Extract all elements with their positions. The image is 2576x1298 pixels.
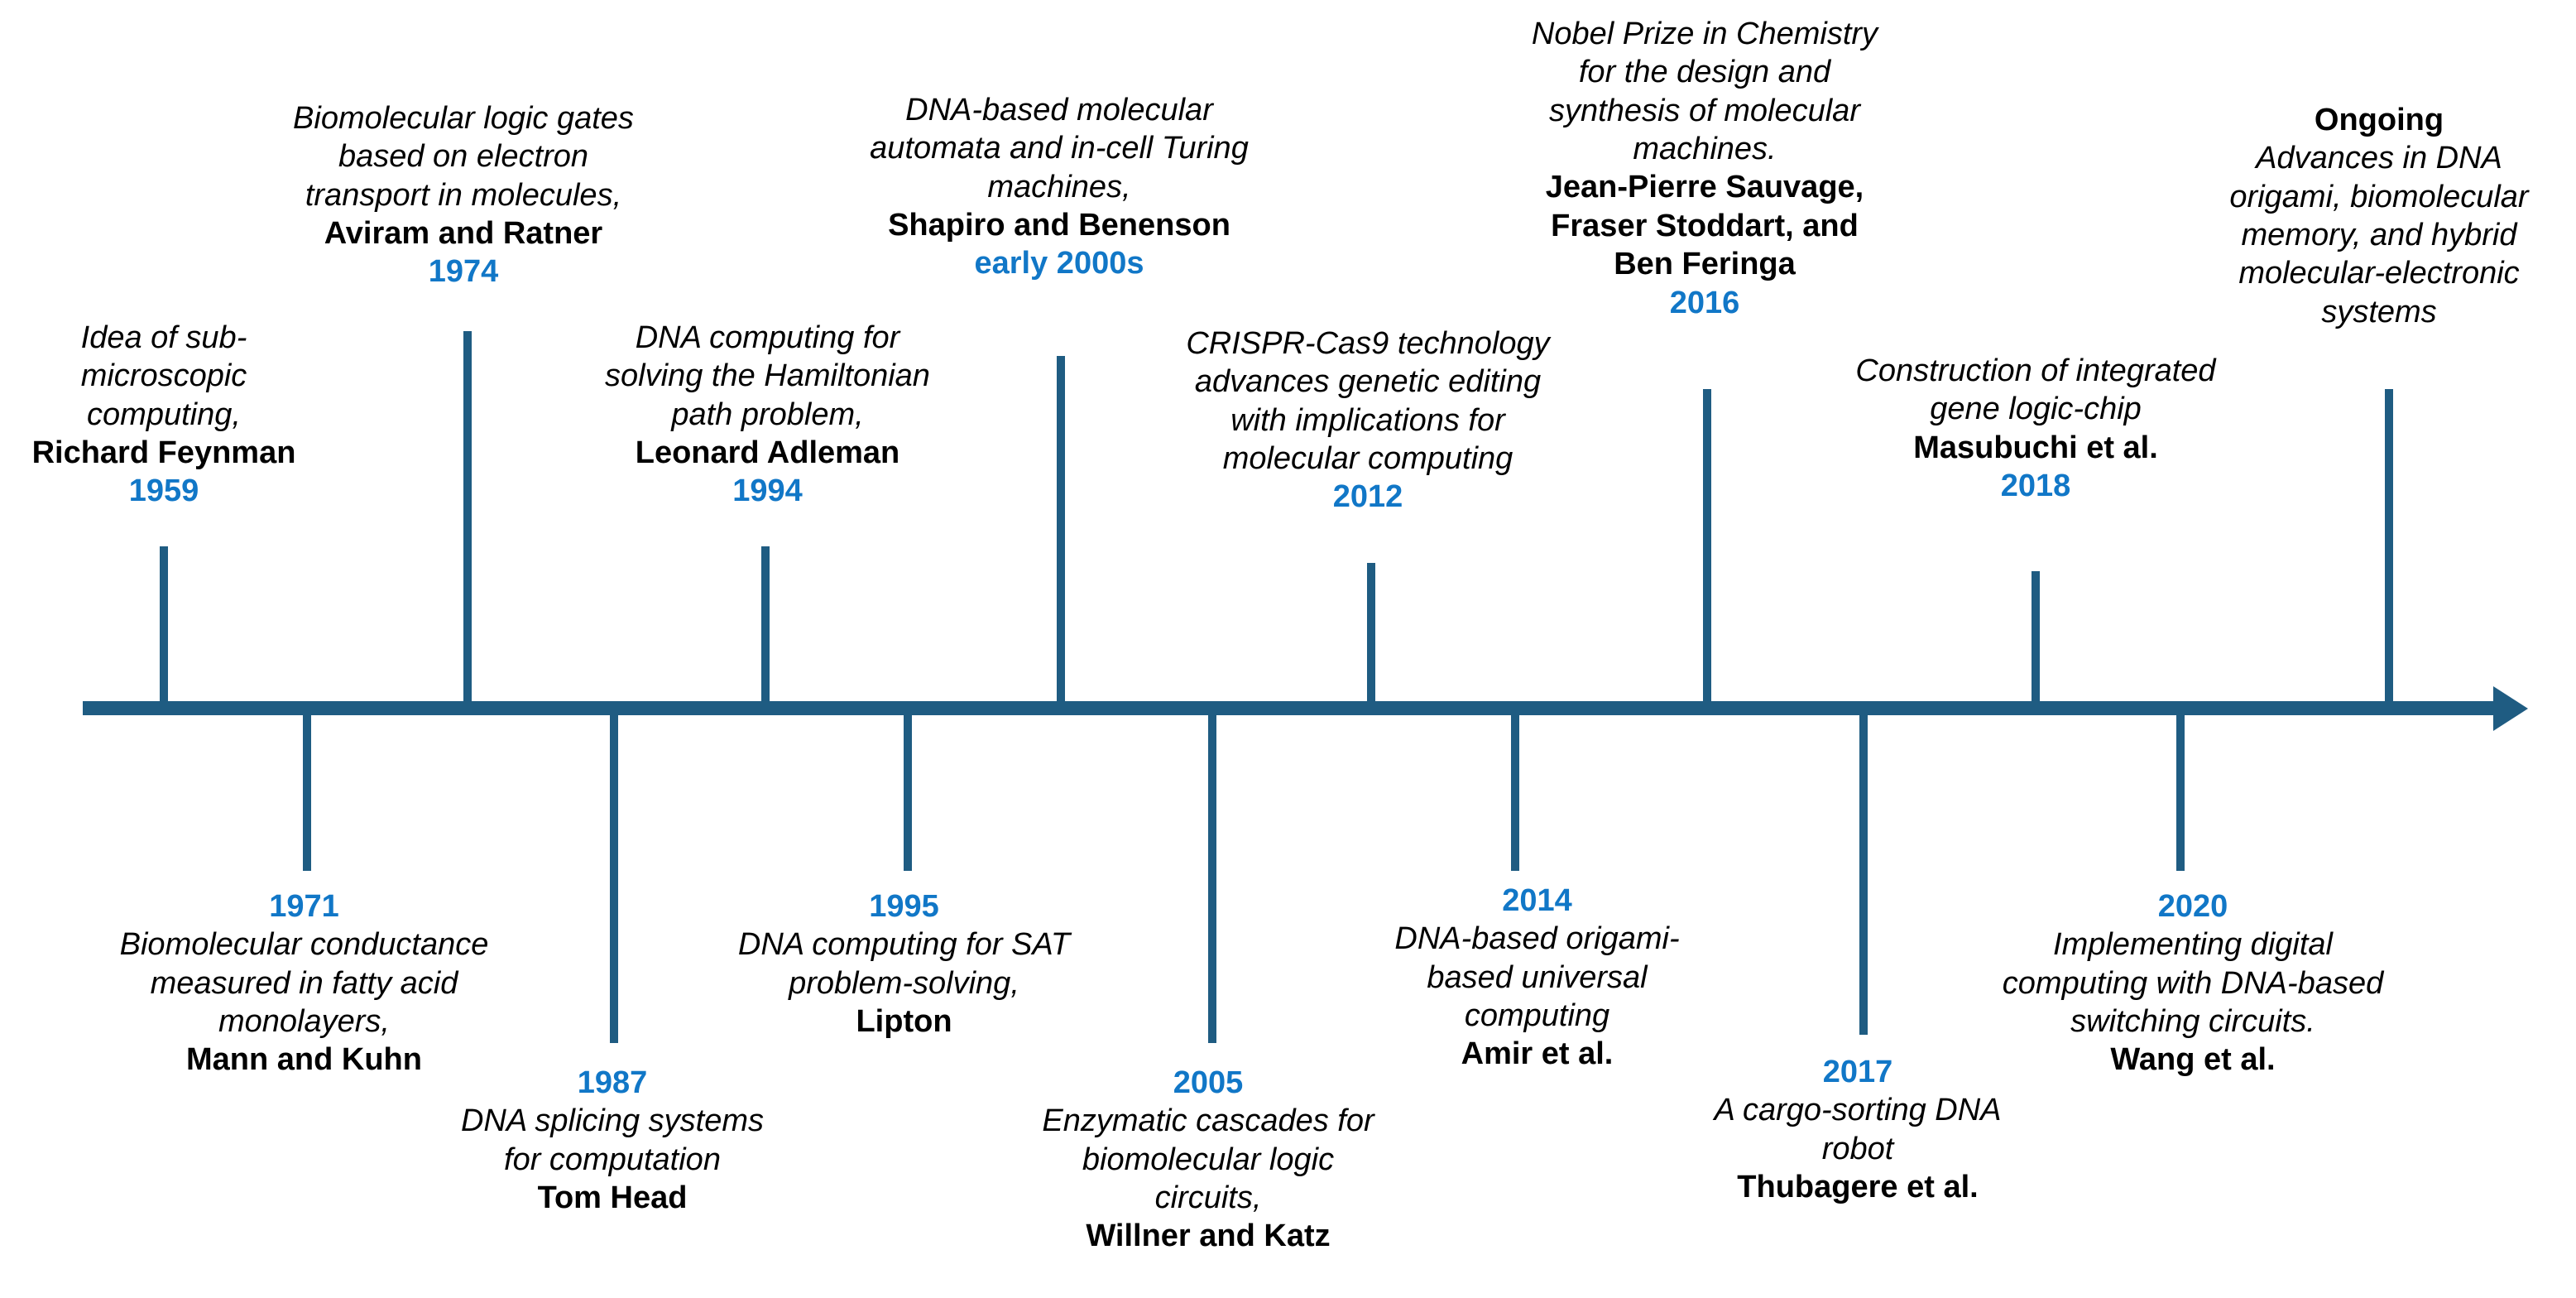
- event-year: 1974: [428, 254, 499, 290]
- event-description: CRISPR-Cas9 technology advances genetic …: [1186, 326, 1550, 477]
- event-year: 2012: [1332, 479, 1403, 515]
- event-year: early 2000s: [974, 246, 1144, 281]
- event-people: Amir et al.: [1461, 1036, 1614, 1072]
- event-1987: 1987 DNA splicing systems for computatio…: [414, 1064, 811, 1217]
- event-description: DNA-based molecular automata and in-cell…: [870, 93, 1249, 204]
- stem-2005: [1208, 712, 1216, 1043]
- event-description: Construction of integrated gene logic-ch…: [1855, 353, 2216, 427]
- event-year: 1994: [732, 474, 803, 509]
- stem-1974: [463, 331, 472, 705]
- stem-2016: [1703, 389, 1711, 705]
- event-people: Lipton: [856, 1004, 952, 1040]
- event-ongoing: Ongoing Advances in DNA origami, biomole…: [2185, 101, 2574, 331]
- stem-2017: [1859, 712, 1868, 1035]
- event-people: Shapiro and Benenson: [888, 208, 1230, 243]
- stem-2018: [2032, 571, 2040, 705]
- event-1959: Idea of sub- microscopic computing, Rich…: [7, 319, 321, 511]
- event-2016: Nobel Prize in Chemistry for the design …: [1481, 15, 1928, 322]
- event-early-2000s: DNA-based molecular automata and in-cell…: [823, 91, 1295, 283]
- event-year: 2014: [1502, 883, 1572, 918]
- event-description: Implementing digital computing with DNA-…: [2002, 927, 2384, 1040]
- event-year: 2005: [1173, 1065, 1244, 1100]
- event-description: A cargo-sorting DNA robot: [1714, 1093, 2002, 1166]
- event-2020: 2020 Implementing digital computing with…: [1969, 887, 2416, 1079]
- event-year: 2020: [2157, 889, 2228, 924]
- event-1995: 1995 DNA computing for SAT problem-solvi…: [699, 887, 1109, 1041]
- event-description: Biomolecular logic gates based on electr…: [293, 101, 634, 213]
- stem-2020: [2176, 712, 2185, 871]
- stem-1987: [610, 712, 618, 1043]
- event-people: Jean-Pierre Sauvage, Fraser Stoddart, an…: [1545, 170, 1864, 282]
- event-people: Wang et al.: [2110, 1042, 2276, 1078]
- stem-early2000s: [1057, 356, 1065, 705]
- event-people: Thubagere et al.: [1737, 1170, 1979, 1205]
- event-people: Leonard Adleman: [635, 435, 900, 471]
- timeline-arrow-head-icon: [2493, 686, 2528, 731]
- event-description: Enzymatic cascades for biomolecular logi…: [1042, 1103, 1374, 1216]
- event-1971: 1971 Biomolecular conductance measured i…: [66, 887, 542, 1079]
- event-people: Richard Feynman: [31, 435, 296, 471]
- stem-1995: [904, 712, 912, 871]
- event-2005: 2005 Enzymatic cascades for biomolecular…: [997, 1064, 1419, 1256]
- event-people: Tom Head: [537, 1180, 688, 1216]
- event-year: 2016: [1669, 285, 1740, 320]
- event-description: Biomolecular conductance measured in fat…: [119, 927, 489, 1040]
- event-1994: DNA computing for solving the Hamiltonia…: [563, 319, 972, 511]
- event-description: Advances in DNA origami, biomolecular me…: [2229, 141, 2529, 329]
- event-people: Masubuchi et al.: [1913, 430, 2158, 465]
- event-2017: 2017 A cargo-sorting DNA robot Thubagere…: [1647, 1053, 2069, 1206]
- event-year: 1987: [577, 1065, 648, 1100]
- timeline-axis-line: [83, 701, 2503, 715]
- event-description: DNA computing for solving the Hamiltonia…: [605, 320, 930, 432]
- event-people: Aviram and Ratner: [324, 216, 603, 252]
- stem-2014: [1511, 712, 1519, 871]
- stem-1959: [160, 546, 168, 705]
- event-description: DNA-based origami- based universal compu…: [1394, 921, 1680, 1034]
- stem-1994: [761, 546, 770, 705]
- event-year: Ongoing: [2314, 103, 2444, 137]
- event-year: 1995: [869, 889, 939, 924]
- event-description: DNA computing for SAT problem-solving,: [737, 927, 1071, 1001]
- stem-1971: [303, 712, 311, 871]
- event-people: Mann and Kuhn: [186, 1042, 422, 1078]
- event-description: Nobel Prize in Chemistry for the design …: [1531, 17, 1878, 167]
- stem-2012: [1367, 563, 1375, 705]
- event-year: 1971: [269, 889, 339, 924]
- event-description: DNA splicing systems for computation: [460, 1103, 764, 1177]
- event-year: 2018: [2000, 469, 2071, 504]
- event-2012: CRISPR-Cas9 technology advances genetic …: [1132, 324, 1604, 517]
- event-year: 1959: [128, 474, 199, 509]
- event-2018: Construction of integrated gene logic-ch…: [1804, 352, 2267, 505]
- event-2014: 2014 DNA-based origami- based universal …: [1357, 882, 1717, 1074]
- event-people: Willner and Katz: [1086, 1219, 1331, 1254]
- stem-ongoing: [2385, 389, 2393, 705]
- event-year: 2017: [1822, 1055, 1893, 1089]
- event-1974: Biomolecular logic gates based on electr…: [240, 99, 687, 291]
- event-description: Idea of sub- microscopic computing,: [80, 320, 247, 432]
